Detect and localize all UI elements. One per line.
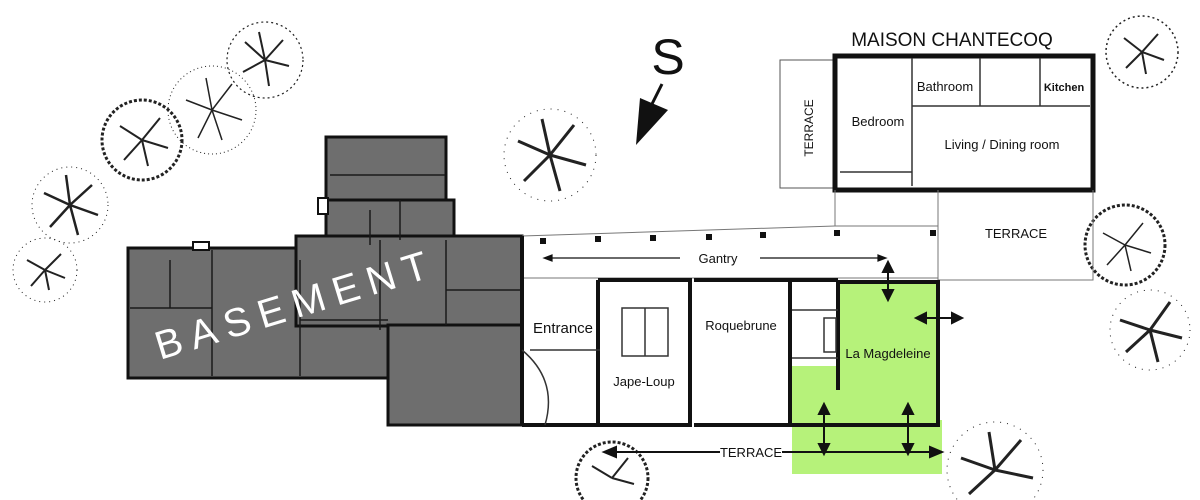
bedroom-label: Bedroom <box>852 114 905 129</box>
la-magdeleine-label: La Magdeleine <box>845 346 930 361</box>
basement-tower <box>324 135 448 209</box>
gantry-posts <box>540 230 936 244</box>
tree-icon <box>167 65 257 155</box>
terrace-bottom-label: TERRACE <box>720 445 782 460</box>
double-arrow-icon <box>881 259 895 303</box>
basement-vent <box>317 197 329 215</box>
basement-chimney <box>192 241 210 251</box>
maison-chantecoq: MAISON CHANTECOQ Bathroom Kitchen Bedroo… <box>779 30 1096 193</box>
double-arrow-icon <box>901 401 915 457</box>
ground-walls <box>520 236 940 427</box>
tree-icon <box>946 421 1044 500</box>
ground-partitions <box>521 307 838 426</box>
entrance-label: Entrance <box>533 320 593 337</box>
tree-icon <box>226 21 304 99</box>
terrace-right: TERRACE <box>834 190 1094 281</box>
jape-loup-label: Jape-Loup <box>613 374 674 389</box>
gantry: Gantry <box>521 225 938 279</box>
kitchen-label: Kitchen <box>1044 82 1085 94</box>
basement-lower <box>386 323 524 427</box>
tree-icon <box>100 98 184 182</box>
gantry-label: Gantry <box>698 251 738 266</box>
maison-walls <box>832 53 1096 193</box>
compass-arrow-icon <box>636 83 668 145</box>
tree-icon <box>31 166 109 244</box>
double-arrow-icon <box>542 254 888 262</box>
ground-floor: Entrance Jape-Loup Roquebrune La Magdele… <box>520 236 965 474</box>
compass-letter: S <box>651 29 684 85</box>
terrace-vertical-area <box>779 59 836 189</box>
compass: S <box>636 29 685 145</box>
tree-icon <box>1109 289 1191 371</box>
tree-icon <box>574 440 650 500</box>
bathroom-label: Bathroom <box>917 79 973 94</box>
maison-partitions <box>840 58 1090 186</box>
basement-partitions <box>130 174 520 376</box>
magdeleine-annex <box>792 366 838 422</box>
la-magdeleine-highlight <box>838 280 938 420</box>
tree-icon <box>12 237 78 303</box>
double-arrow-icon <box>601 445 945 459</box>
terrace-right-label: TERRACE <box>985 226 1047 241</box>
tree-icon <box>503 108 597 202</box>
terrace-vertical-label: TERRACE <box>802 99 816 156</box>
terrace-bottom-highlight <box>792 420 942 474</box>
tree-icon <box>1105 15 1179 89</box>
roquebrune-label: Roquebrune <box>705 318 777 333</box>
double-arrow-icon <box>913 311 965 325</box>
double-arrow-icon <box>817 401 831 457</box>
basement: BASEMENT <box>126 135 524 427</box>
living-label: Living / Dining room <box>945 137 1060 152</box>
maison-title: MAISON CHANTECOQ <box>851 30 1053 51</box>
tree-icon <box>1083 203 1167 287</box>
